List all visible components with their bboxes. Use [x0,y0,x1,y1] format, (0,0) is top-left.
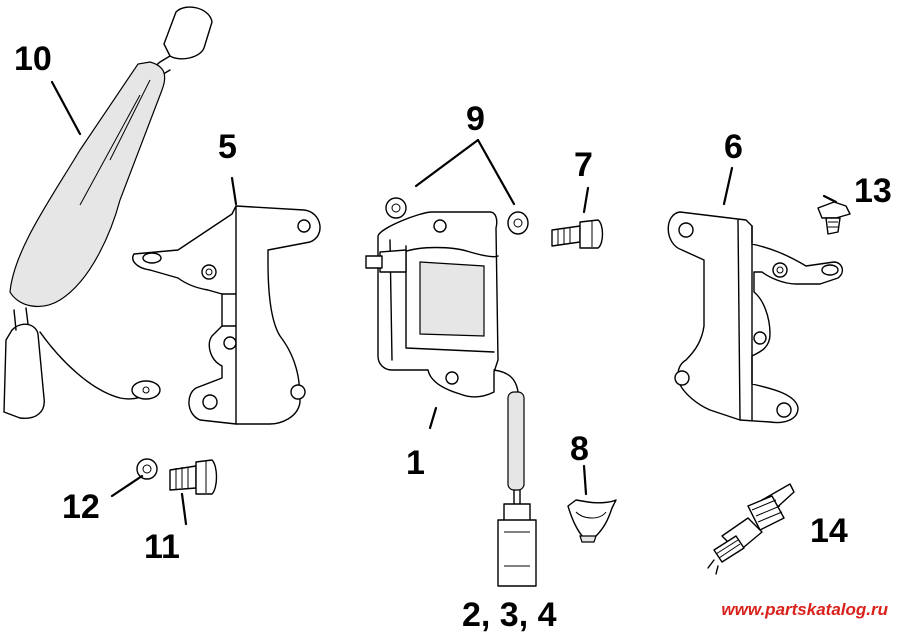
ignition-coil-part [365,211,537,587]
leader-10 [50,80,82,136]
callout-13: 13 [854,172,892,210]
push-clip-part [817,201,851,235]
watermark-link[interactable]: www.partskatalog.ru [721,600,888,619]
leader-8 [582,464,588,496]
callout-12: 12 [62,488,100,526]
callout-7: 7 [574,146,593,184]
callout-14: 14 [810,512,848,550]
callout-1: 1 [406,444,425,482]
callout-10: 10 [14,40,52,78]
leader-9a [414,138,480,188]
leader-9b [476,138,516,206]
callout-9: 9 [466,100,485,138]
leader-12 [110,474,144,498]
leader-11 [180,492,188,526]
leader-1 [428,406,438,430]
bolt-part [551,219,604,249]
lock-washer-part [136,458,158,480]
spark-plug-lead-part [3,6,213,419]
small-bolt-part [169,459,218,495]
leader-7 [582,186,590,214]
left-bracket-part [132,205,321,425]
callout-8: 8 [570,430,589,468]
spark-plug-part [707,483,795,575]
leader-13 [822,194,838,204]
callout-11: 11 [144,528,180,566]
leader-5 [230,176,238,206]
callout-5: 5 [218,128,237,166]
callout-2-3-4: 2, 3, 4 [462,596,557,634]
callout-6: 6 [724,128,743,166]
leader-lines [50,80,838,526]
washers-part [385,197,529,235]
leader-6 [722,166,734,206]
right-bracket-part [667,211,844,424]
wire-clamp-part [567,499,617,543]
